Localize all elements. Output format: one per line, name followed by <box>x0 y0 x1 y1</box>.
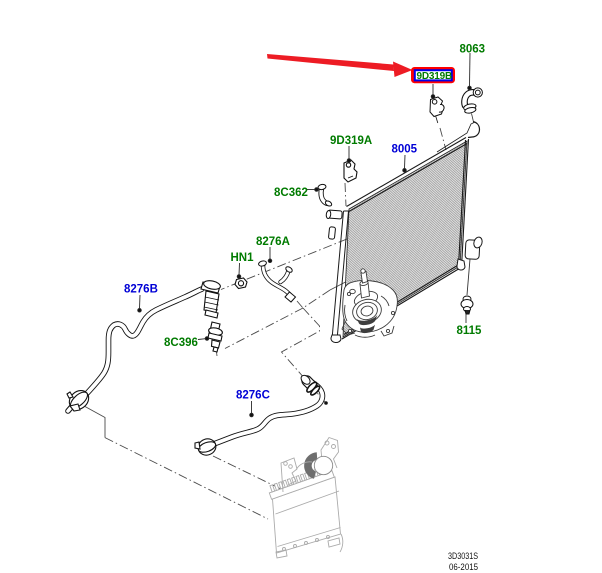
svg-text:8276C: 8276C <box>236 390 270 402</box>
svg-text:8063: 8063 <box>460 44 486 56</box>
svg-text:HN1: HN1 <box>231 252 255 264</box>
svg-text:06-2015: 06-2015 <box>449 562 478 572</box>
svg-text:8276A: 8276A <box>256 236 290 248</box>
svg-text:8115: 8115 <box>457 325 483 337</box>
svg-text:9D319B: 9D319B <box>417 71 453 82</box>
svg-text:8C362: 8C362 <box>274 187 308 199</box>
svg-text:3D3031S: 3D3031S <box>448 551 478 561</box>
svg-text:9D319A: 9D319A <box>330 135 372 147</box>
svg-text:8276B: 8276B <box>124 284 158 296</box>
svg-text:8C396: 8C396 <box>164 337 198 349</box>
svg-text:8005: 8005 <box>392 144 418 156</box>
